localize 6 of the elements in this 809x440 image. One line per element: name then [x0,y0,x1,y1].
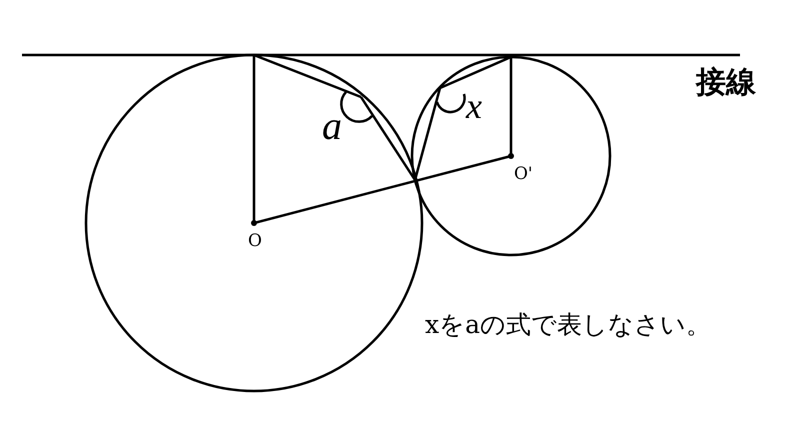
angle-label: x [466,88,482,124]
question-text: xをaの式で表しなさい。 [425,312,712,337]
tangent-label: 接線 [696,68,756,98]
angle-label: a [322,106,342,146]
point-label: O' [514,166,533,183]
point-label: O [248,233,262,250]
